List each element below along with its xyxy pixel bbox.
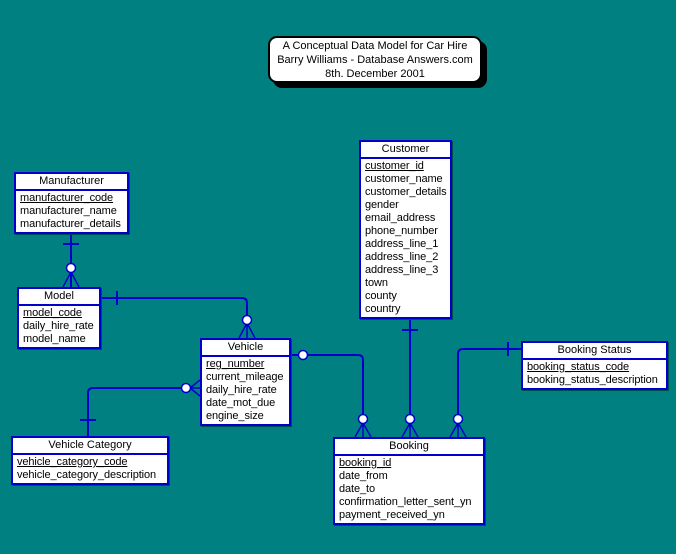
entity-attribute: confirmation_letter_sent_yn: [339, 496, 472, 508]
entity-attribute: engine_size: [206, 410, 264, 422]
entity-attribute: date_mot_due: [206, 397, 276, 409]
entity-attribute: vehicle_category_description: [17, 469, 157, 481]
entity-attribute: vehicle_category_code: [17, 456, 128, 468]
entity-title: Booking: [335, 439, 483, 456]
connector-model-vehicle: [101, 291, 256, 339]
entity-attribute: reg_number: [206, 358, 265, 370]
entity-attribute: manufacturer_name: [20, 205, 117, 217]
entity-attribute: customer_details: [365, 186, 447, 198]
entity-title: Customer: [361, 142, 450, 159]
entity-attribute: country: [365, 303, 401, 315]
entity-attribute: address_line_3: [365, 264, 439, 276]
entity-attribute: booking_id: [339, 457, 392, 469]
entity-attribute: daily_hire_rate: [23, 320, 94, 332]
connector-vehicle-booking: [291, 349, 372, 438]
entity-attribute: phone_number: [365, 225, 438, 237]
entity-attribute: customer_name: [365, 173, 443, 185]
connector-customer-booking: [401, 316, 419, 438]
diagram-title-box: A Conceptual Data Model for Car Hire Bar…: [268, 36, 482, 83]
entity-attribute: booking_status_description: [527, 374, 658, 386]
entity-title: Vehicle Category: [13, 438, 167, 455]
entity-attribute: email_address: [365, 212, 436, 224]
entity-attribute: date_from: [339, 470, 388, 482]
entity-attribute: model_name: [23, 333, 86, 345]
entity-attribute: gender: [365, 199, 399, 211]
entity-title: Booking Status: [523, 343, 666, 360]
entity-attribute: manufacturer_details: [20, 218, 121, 230]
entity-attribute: daily_hire_rate: [206, 384, 277, 396]
entity-attribute: model_code: [23, 307, 82, 319]
entity-attribute: current_mileage: [206, 371, 284, 383]
entity-title: Model: [19, 289, 99, 306]
entity-attribute: booking_status_code: [527, 361, 630, 373]
connector-manufacturer-model: [62, 232, 80, 288]
entity-title: Manufacturer: [16, 174, 127, 191]
entity-attribute: manufacturer_code: [20, 192, 114, 204]
connector-category-vehicle: [80, 379, 201, 436]
entity-attribute: customer_id: [365, 160, 424, 172]
connector-bookingstatus-booking: [449, 342, 521, 438]
diagram-date-line: 8th. December 2001: [325, 67, 425, 80]
entity-attribute: date_to: [339, 483, 376, 495]
entity-attribute: payment_received_yn: [339, 509, 445, 521]
entity-attribute: address_line_1: [365, 238, 439, 250]
diagram-author-line: Barry Williams - Database Answers.com: [277, 53, 473, 66]
diagram-title-line: A Conceptual Data Model for Car Hire: [282, 39, 468, 52]
entity-attribute: town: [365, 277, 388, 289]
entity-attribute: address_line_2: [365, 251, 439, 263]
entity-title: Vehicle: [202, 340, 289, 357]
entity-attribute: county: [365, 290, 397, 302]
